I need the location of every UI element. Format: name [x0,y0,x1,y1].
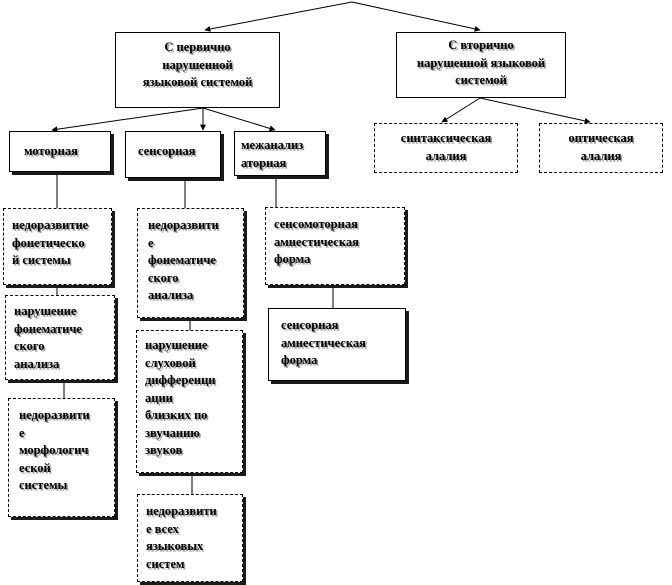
motor-sub-node-3: недоразвити е морфологич еской системы [8,398,115,517]
motor-alalia-node: моторная [9,131,111,172]
syntactic-alalia-node: синтаксическая алалия [374,123,518,173]
sensory-sub-node-1: недоразвити е фонематиче ского анализа [137,208,244,318]
mixed-alalia-node: межанализ аторная [234,131,326,176]
arrow-secondary-to-syntactic [441,97,481,123]
motor-sub-node-1: недоразвитие фонетическо й системы [3,208,112,285]
sensory-alalia-node: сенсорная [125,131,221,178]
arrow-primary-to-mixed [202,107,276,132]
sensory-sub-node-3: недоразвити е всех языковых систем [137,494,243,582]
optical-alalia-node: оптическая алалия [539,123,663,173]
arrow-root-to-primary [204,1,353,32]
secondary-disorder-node: С вторично нарушенной языковой системой [396,32,566,98]
sensory-sub-node-2: нарушение слуховой дифференци ации близк… [136,330,243,473]
arrow-secondary-to-optical [479,97,591,124]
motor-sub-node-2: нарушение фонематиче ского анализа [5,295,115,380]
arrow-root-to-secondary [351,1,481,32]
mixed-sub-node-1: сенсомоторная амнестическая форма [265,207,405,285]
arrow-primary-to-motor [51,107,204,133]
mixed-sub-node-2: сенсорная амнестическая форма [268,308,406,381]
primary-disorder-node: С первично нарушенной языковой системой [115,32,280,108]
